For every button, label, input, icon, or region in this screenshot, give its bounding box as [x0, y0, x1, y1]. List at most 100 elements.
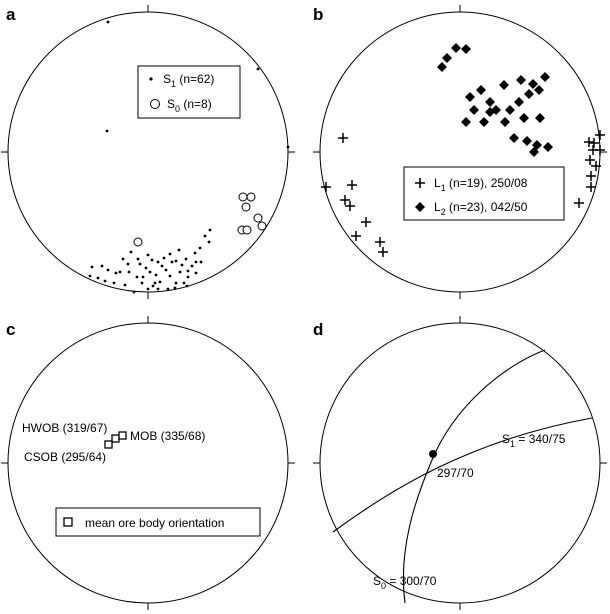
l1-lineation [589, 138, 599, 148]
l1-lineation [375, 237, 385, 247]
s0-poles [133, 192, 267, 247]
s1-pole [286, 145, 290, 149]
l1-lineation [586, 171, 596, 181]
s1-pole [146, 253, 150, 257]
s1-pole [151, 284, 155, 288]
panel-a-legend: S1 (n=62) S0 (n=8) [137, 65, 241, 119]
s1-pole [90, 265, 94, 269]
s1-pole [208, 228, 212, 232]
s1-pole [126, 262, 130, 266]
panel-c-label: c [6, 320, 15, 339]
legend-entry-s0: S0 (n=8) [167, 97, 212, 114]
panel-b-label: b [313, 5, 323, 24]
l1-lineation [595, 130, 605, 140]
s1-pole [100, 264, 104, 268]
s1-pole [156, 260, 160, 264]
s1-pole [162, 256, 166, 260]
legend-diamond-symbol [415, 202, 425, 212]
panel-b-stereonet-circle [319, 11, 601, 293]
legend-dot-symbol [149, 77, 153, 81]
l2-lineation [528, 79, 538, 89]
l2-lineation [500, 117, 510, 127]
l2-lineation [516, 75, 526, 85]
l2-lineation [491, 105, 501, 115]
l1-lineation [345, 201, 355, 211]
l1-lineation [347, 180, 357, 190]
s1-pole [185, 284, 189, 288]
l2-lineations [437, 43, 553, 157]
intersection-label: 297/70 [437, 466, 474, 480]
l2-lineation [524, 89, 534, 99]
s1-pole [174, 281, 178, 285]
s0-pole [242, 225, 252, 235]
s1-pole [156, 287, 160, 291]
s1-pole [203, 234, 207, 238]
l2-lineation [540, 72, 550, 82]
l2-lineation [529, 147, 539, 157]
csob-pole-symbol [104, 440, 113, 449]
l1-lineations [321, 130, 605, 257]
legend-entry-ore-body: mean ore body orientation [85, 516, 224, 530]
l1-lineation [361, 217, 371, 227]
s1-pole [178, 270, 182, 274]
panel-c-legend: mean ore body orientation [55, 507, 261, 537]
panel-b: b L1 (n=19), 250/08 L2 (n=23), 042/50 [313, 5, 607, 299]
s0-great-circle [402, 349, 546, 604]
s1-pole [170, 260, 174, 264]
l1-lineation [378, 247, 388, 257]
s1-pole [173, 286, 177, 290]
s1-pole [144, 266, 148, 270]
s1-pole [136, 257, 140, 261]
s1-pole [184, 257, 188, 261]
s1-pole [180, 263, 184, 267]
l1-lineation [586, 182, 596, 192]
s1-pole [106, 268, 110, 272]
s1-pole [88, 274, 92, 278]
legend-plus-symbol [415, 178, 425, 188]
s1-pole [132, 290, 136, 294]
l1-lineation [584, 137, 594, 147]
s0-pole [241, 202, 251, 212]
s1-pole [123, 283, 127, 287]
s1-pole [138, 262, 142, 266]
legend-entry-s1: S1 (n=62) [163, 72, 214, 89]
s1-pole [194, 271, 198, 275]
l1-lineation [574, 198, 584, 208]
s1-pole [186, 275, 190, 279]
s1-pole [256, 67, 260, 71]
l1-lineation [595, 145, 605, 155]
l2-lineation [514, 97, 524, 107]
legend-open-circle-symbol [150, 99, 160, 109]
l2-lineation [476, 85, 486, 95]
s1-pole [194, 260, 198, 264]
l1-lineation [591, 161, 601, 171]
legend-entry-l1: L1 (n=19), 250/08 [434, 176, 528, 193]
s1-pole [190, 264, 194, 268]
l1-lineation [351, 231, 361, 241]
s0-pole [133, 237, 143, 247]
s1-pole [114, 271, 118, 275]
s1-pole [105, 129, 109, 133]
l2-lineation [522, 136, 532, 146]
s1-pole [135, 275, 139, 279]
l2-lineation [469, 105, 479, 115]
s1-pole [118, 270, 122, 274]
s1-pole [127, 270, 131, 274]
s1-poles [88, 20, 290, 294]
l2-lineation [437, 62, 447, 72]
l2-lineation [461, 117, 471, 127]
s1-pole [164, 268, 168, 272]
l2-lineation [534, 85, 544, 95]
hwob-pole-symbol [111, 434, 120, 443]
csob-label: CSOB (295/64) [24, 450, 106, 464]
legend-open-square-symbol [63, 517, 73, 527]
s1-pole [103, 279, 107, 283]
s1-pole [154, 273, 158, 277]
s1-pole [150, 258, 154, 262]
s0-pole [257, 221, 267, 231]
s1-orientation-label: S1 = 340/75 [502, 432, 566, 449]
s1-great-circle [332, 417, 593, 533]
s1-pole [198, 246, 202, 250]
s0-pole [238, 192, 248, 202]
